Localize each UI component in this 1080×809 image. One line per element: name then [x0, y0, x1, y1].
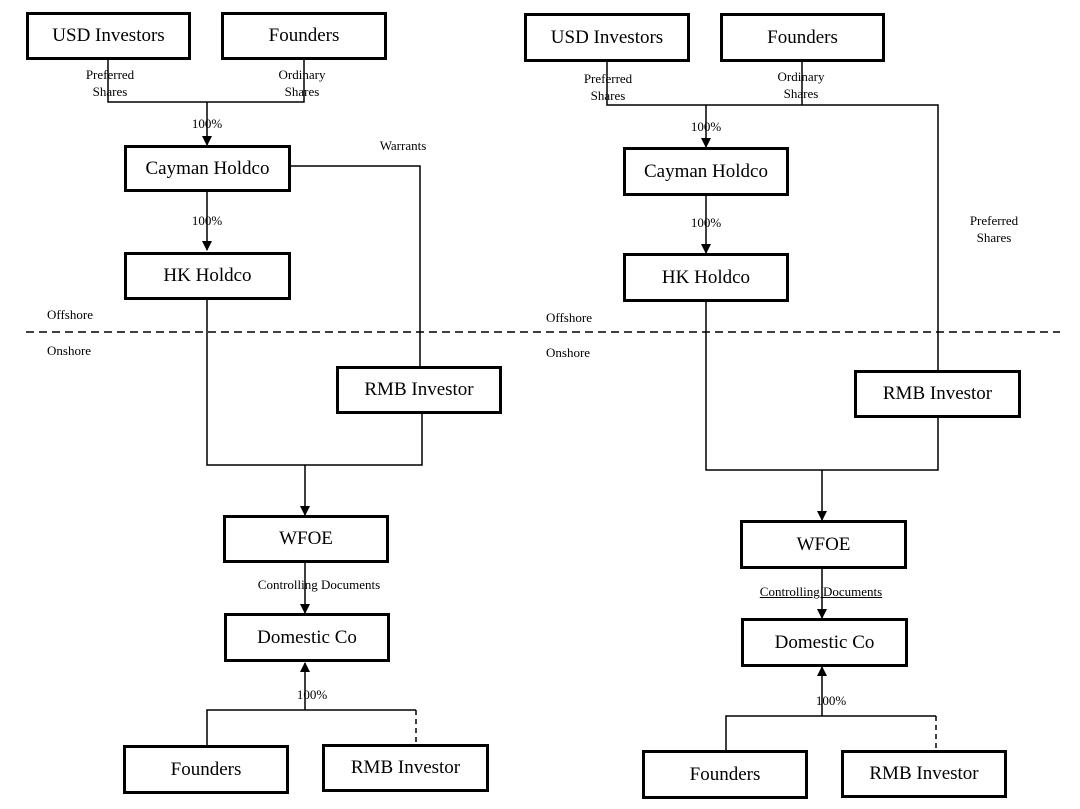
right-domestic-co-box: Domestic Co [741, 618, 908, 667]
left-bottom-bracket [206, 709, 416, 745]
left-cayman-percent-label: 100% [191, 116, 223, 131]
left-rmb-investor-box: RMB Investor [336, 366, 502, 414]
right-hk-percent-label: 100% [690, 215, 722, 230]
right-onshore-label: Onshore [546, 345, 591, 360]
left-cayman-holdco-box: Cayman Holdco [124, 145, 291, 192]
right-controlling-documents-label: Controlling Documents [759, 584, 883, 599]
right-hk-holdco-box: HK Holdco [623, 253, 789, 302]
right-cayman-percent-label: 100% [690, 119, 722, 134]
right-offshore-label: Offshore [546, 310, 592, 325]
left-warrants-label: Warrants [379, 138, 427, 153]
right-cayman-holdco-box: Cayman Holdco [623, 147, 789, 196]
left-rmb-investor-bottom-box: RMB Investor [322, 744, 489, 792]
left-shareholder-bracket [107, 60, 305, 103]
left-hk-to-wfoe-line [206, 300, 423, 466]
right-domestic-percent-label: 100% [815, 693, 847, 708]
right-founders-bottom-box: Founders [642, 750, 808, 799]
left-offshore-label: Offshore [47, 307, 93, 322]
left-founders-bottom-box: Founders [123, 745, 289, 794]
right-rmb-investor-box: RMB Investor [854, 370, 1021, 418]
left-hk-percent-label: 100% [191, 213, 223, 228]
right-bottom-bracket [725, 715, 936, 750]
left-usd-investors-box: USD Investors [26, 12, 191, 60]
left-wfoe-box: WFOE [223, 515, 389, 563]
right-founders-top-box: Founders [720, 13, 885, 62]
right-wfoe-box: WFOE [740, 520, 907, 569]
right-rmb-investor-bottom-box: RMB Investor [841, 750, 1007, 798]
right-usd-investors-box: USD Investors [524, 13, 690, 62]
left-domestic-co-box: Domestic Co [224, 613, 390, 662]
left-controlling-documents-label: Controlling Documents [257, 577, 381, 592]
left-onshore-label: Onshore [47, 343, 92, 358]
right-shareholder-bracket [606, 62, 939, 370]
left-domestic-percent-label: 100% [296, 687, 328, 702]
left-warrants-line [290, 165, 421, 366]
left-hk-holdco-box: HK Holdco [124, 252, 291, 300]
left-founders-top-box: Founders [221, 12, 387, 60]
